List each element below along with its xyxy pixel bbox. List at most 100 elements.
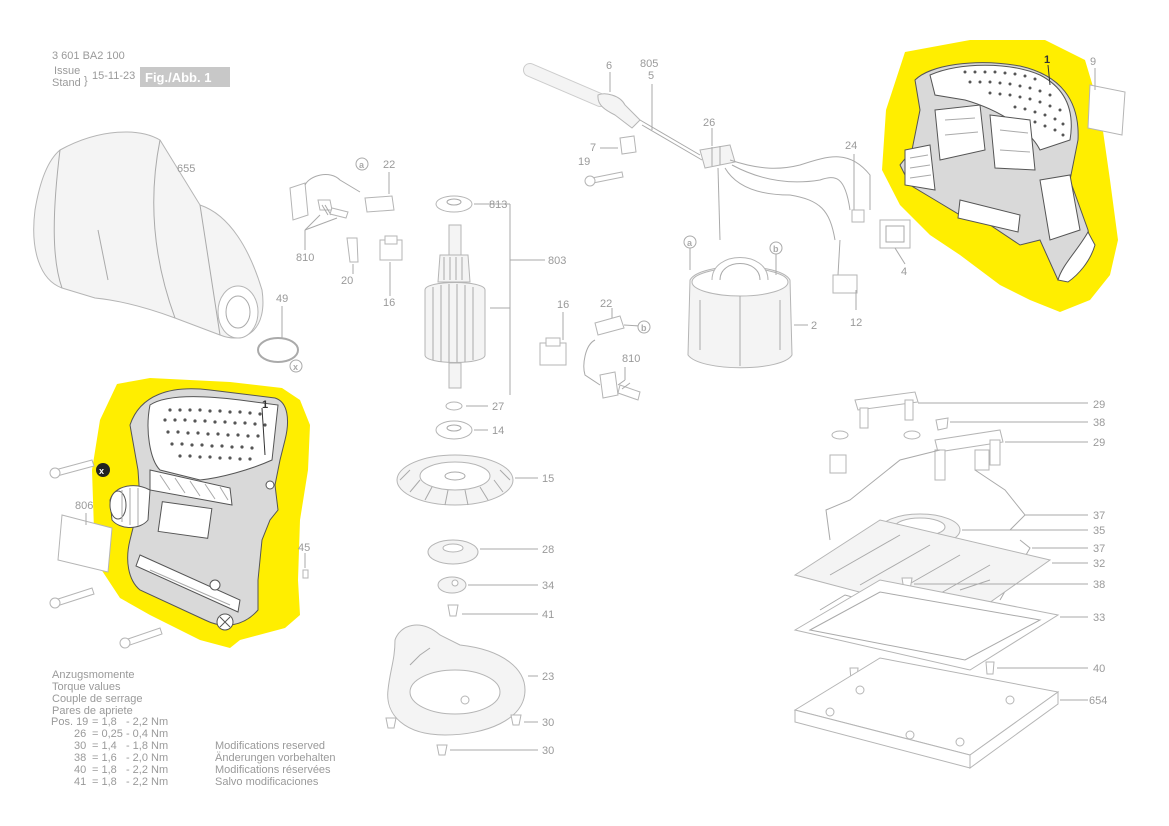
screws-left-housing xyxy=(49,459,163,649)
label-30-b: 30 xyxy=(542,745,554,757)
stator-2: a b 2 xyxy=(683,235,817,369)
torque-row-value: = 0,25 - 0,4 Nm xyxy=(92,728,168,740)
issue-date: 15-11-23 xyxy=(92,70,135,82)
torque-row-value: = 1,4 - 1,8 Nm xyxy=(92,740,168,752)
label-15: 15 xyxy=(542,473,554,485)
label-plate-806: 806 xyxy=(57,500,113,573)
label-6: 6 xyxy=(606,60,612,72)
torque-heading-en: Torque values xyxy=(52,681,121,693)
modifications-en: Modifications reserved xyxy=(215,740,325,752)
bearing-28: 28 xyxy=(427,539,554,565)
label-35: 35 xyxy=(1093,525,1105,537)
label-655: 655 xyxy=(177,163,195,175)
torque-heading-es: Pares de apriete xyxy=(52,705,133,717)
label-20: 20 xyxy=(341,275,353,287)
svg-text:b: b xyxy=(641,323,647,333)
torque-row-pos: 41 xyxy=(74,776,86,788)
torque-row-pos: 38 xyxy=(74,752,86,764)
label-22-top: 22 xyxy=(383,159,395,171)
label-29-a: 29 xyxy=(1093,399,1105,411)
torque-row-value: = 1,8 - 2,2 Nm xyxy=(92,776,168,788)
stand-label: Stand xyxy=(52,77,81,89)
svg-text:b: b xyxy=(773,244,779,254)
power-cable: 6 805 5 7 19 26 12 24 4 xyxy=(523,58,911,329)
housing-shell-right: 1 xyxy=(899,54,1096,283)
brace: } xyxy=(84,75,88,87)
label-49: 49 xyxy=(276,293,288,305)
label-4: 4 xyxy=(901,266,907,278)
svg-text:a: a xyxy=(359,160,365,170)
label-16-top: 16 xyxy=(383,297,395,309)
label-1-right: 1 xyxy=(1044,54,1050,66)
label-654: 654 xyxy=(1089,695,1107,707)
label-24: 24 xyxy=(845,140,857,152)
label-810-top: 810 xyxy=(296,252,314,264)
torque-row-pos: 40 xyxy=(74,764,86,776)
label-27: 27 xyxy=(492,401,504,413)
label-37-b: 37 xyxy=(1093,543,1105,555)
label-34: 34 xyxy=(542,580,554,592)
label-37-a: 37 xyxy=(1093,510,1105,522)
label-41: 41 xyxy=(542,609,554,621)
armature-stack: 813 803 27 14 xyxy=(424,195,566,440)
eccentric-34: 34 xyxy=(437,576,554,594)
base-23: 23 30 30 xyxy=(385,624,554,757)
label-30-a: 30 xyxy=(542,717,554,729)
modifications-de: Änderungen vorbehalten xyxy=(215,752,335,764)
modifications-es: Salvo modificaciones xyxy=(215,776,319,788)
o-ring-49: 49 x xyxy=(257,293,303,373)
label-40: 40 xyxy=(1093,663,1105,675)
fig-label-box xyxy=(140,67,230,87)
label-28: 28 xyxy=(542,544,554,556)
switch-assembly-left: a 22 810 20 16 xyxy=(289,157,403,309)
label-23: 23 xyxy=(542,671,554,683)
fan-15: 15 xyxy=(396,454,554,506)
modifications-note: Modifications reserved Änderungen vorbeh… xyxy=(215,740,335,788)
fig-label: Fig./Abb. 1 xyxy=(145,70,211,85)
label-19: 19 xyxy=(578,156,590,168)
label-2: 2 xyxy=(811,320,817,332)
svg-text:a: a xyxy=(687,238,693,248)
vent-holes xyxy=(163,408,267,461)
motor-nose-cover: 655 xyxy=(33,131,264,339)
marker-x-dark xyxy=(96,463,110,477)
label-26: 26 xyxy=(703,117,715,129)
label-32: 32 xyxy=(1093,558,1105,570)
doc-number: 3 601 BA2 100 xyxy=(52,50,125,62)
label-22-center: 22 xyxy=(600,298,612,310)
label-7: 7 xyxy=(590,142,596,154)
label-29-b: 29 xyxy=(1093,437,1105,449)
label-33: 33 xyxy=(1093,612,1105,624)
torque-heading-fr: Couple de serrage xyxy=(52,693,143,705)
marker-x-light: x xyxy=(293,362,298,372)
label-38-b: 38 xyxy=(1093,579,1105,591)
label-810-center: 810 xyxy=(622,353,640,365)
part-45: 45 xyxy=(298,542,310,579)
screw-41: 41 xyxy=(447,604,554,621)
label-38-a: 38 xyxy=(1093,417,1105,429)
label-9: 9 xyxy=(1090,56,1096,68)
label-805: 805 xyxy=(640,58,658,70)
torque-row-pos: 26 xyxy=(74,728,86,740)
modifications-fr: Modifications réservées xyxy=(215,764,331,776)
label-1-left: 1 xyxy=(262,399,268,411)
torque-row-pos: Pos. 19 xyxy=(51,716,88,728)
label-813: 813 xyxy=(489,199,507,211)
label-14: 14 xyxy=(492,425,504,437)
pad-assembly: 29 38 29 37 35 37 32 38 33 xyxy=(793,391,1107,769)
torque-row-value: = 1,8 - 2,2 Nm xyxy=(92,716,168,728)
label-16-center: 16 xyxy=(557,299,569,311)
label-45: 45 xyxy=(298,542,310,554)
housing-shell-left: 1 xyxy=(109,388,288,631)
issue-label: Issue xyxy=(54,65,80,77)
switch-assembly-center: 16 22 b 810 xyxy=(539,298,651,401)
label-806: 806 xyxy=(75,500,93,512)
torque-heading-de: Anzugsmomente xyxy=(52,669,135,681)
document-header: 3 601 BA2 100 Issue Stand } 15-11-23 Fig… xyxy=(52,50,230,89)
label-5: 5 xyxy=(648,70,654,82)
torque-row-value: = 1,8 - 2,2 Nm xyxy=(92,764,168,776)
torque-row-pos: 30 xyxy=(74,740,86,752)
torque-row-value: = 1,6 - 2,0 Nm xyxy=(92,752,168,764)
svg-text:x: x xyxy=(99,466,104,476)
